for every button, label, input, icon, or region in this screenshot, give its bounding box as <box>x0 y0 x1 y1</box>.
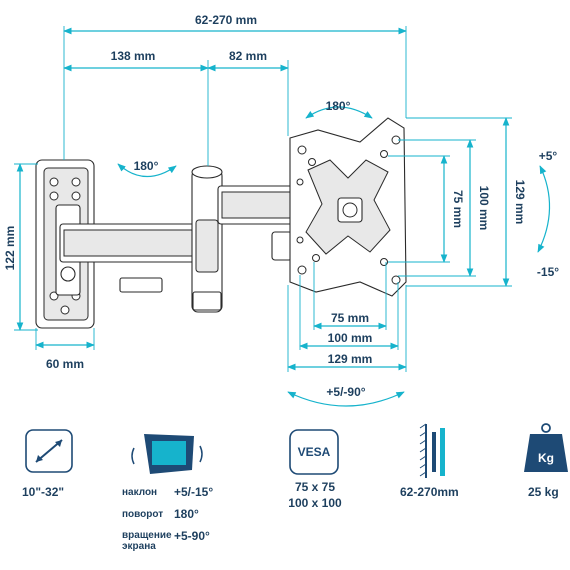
wall-swivel-label: 180° <box>134 159 159 173</box>
tilt-down-label: -15° <box>537 265 559 279</box>
plate-height-label: 129 mm <box>513 180 527 225</box>
plate-swivel-label: 180° <box>326 99 351 113</box>
vesa-v100-label: 100 mm <box>477 186 491 231</box>
tilt-screen-icon <box>131 434 203 474</box>
rotation-arc <box>287 391 405 407</box>
wallplate-height-label: 122 mm <box>3 226 17 271</box>
diagonal-arrow-icon <box>25 429 73 473</box>
wallplate-width-label: 60 mm <box>46 357 84 371</box>
tv-plate <box>289 117 407 297</box>
weight-icon: Kg <box>524 423 568 472</box>
vesa-h100-label: 100 mm <box>328 331 373 345</box>
wall-profile-icon <box>419 423 445 478</box>
vesa-v75-label: 75 mm <box>451 190 465 228</box>
vesa-badge-text: VESA <box>298 445 331 459</box>
reach-label: 62-270 mm <box>195 13 257 27</box>
arm1-label: 138 mm <box>111 49 156 63</box>
vesa-h75-label: 75 mm <box>331 311 369 325</box>
tilt-arc <box>537 165 551 253</box>
plate-width-label: 129 mm <box>328 352 373 366</box>
wall-swivel-arc <box>117 163 177 178</box>
swing-arm <box>59 165 297 313</box>
weight-badge-text: Kg <box>538 451 554 465</box>
tilt-up-label: +5° <box>539 149 558 163</box>
arm2-label: 82 mm <box>229 49 267 63</box>
rotation-label: +5/-90° <box>326 385 365 399</box>
vesa-icon: VESA <box>289 429 339 475</box>
plate-swivel-arc <box>305 106 373 119</box>
